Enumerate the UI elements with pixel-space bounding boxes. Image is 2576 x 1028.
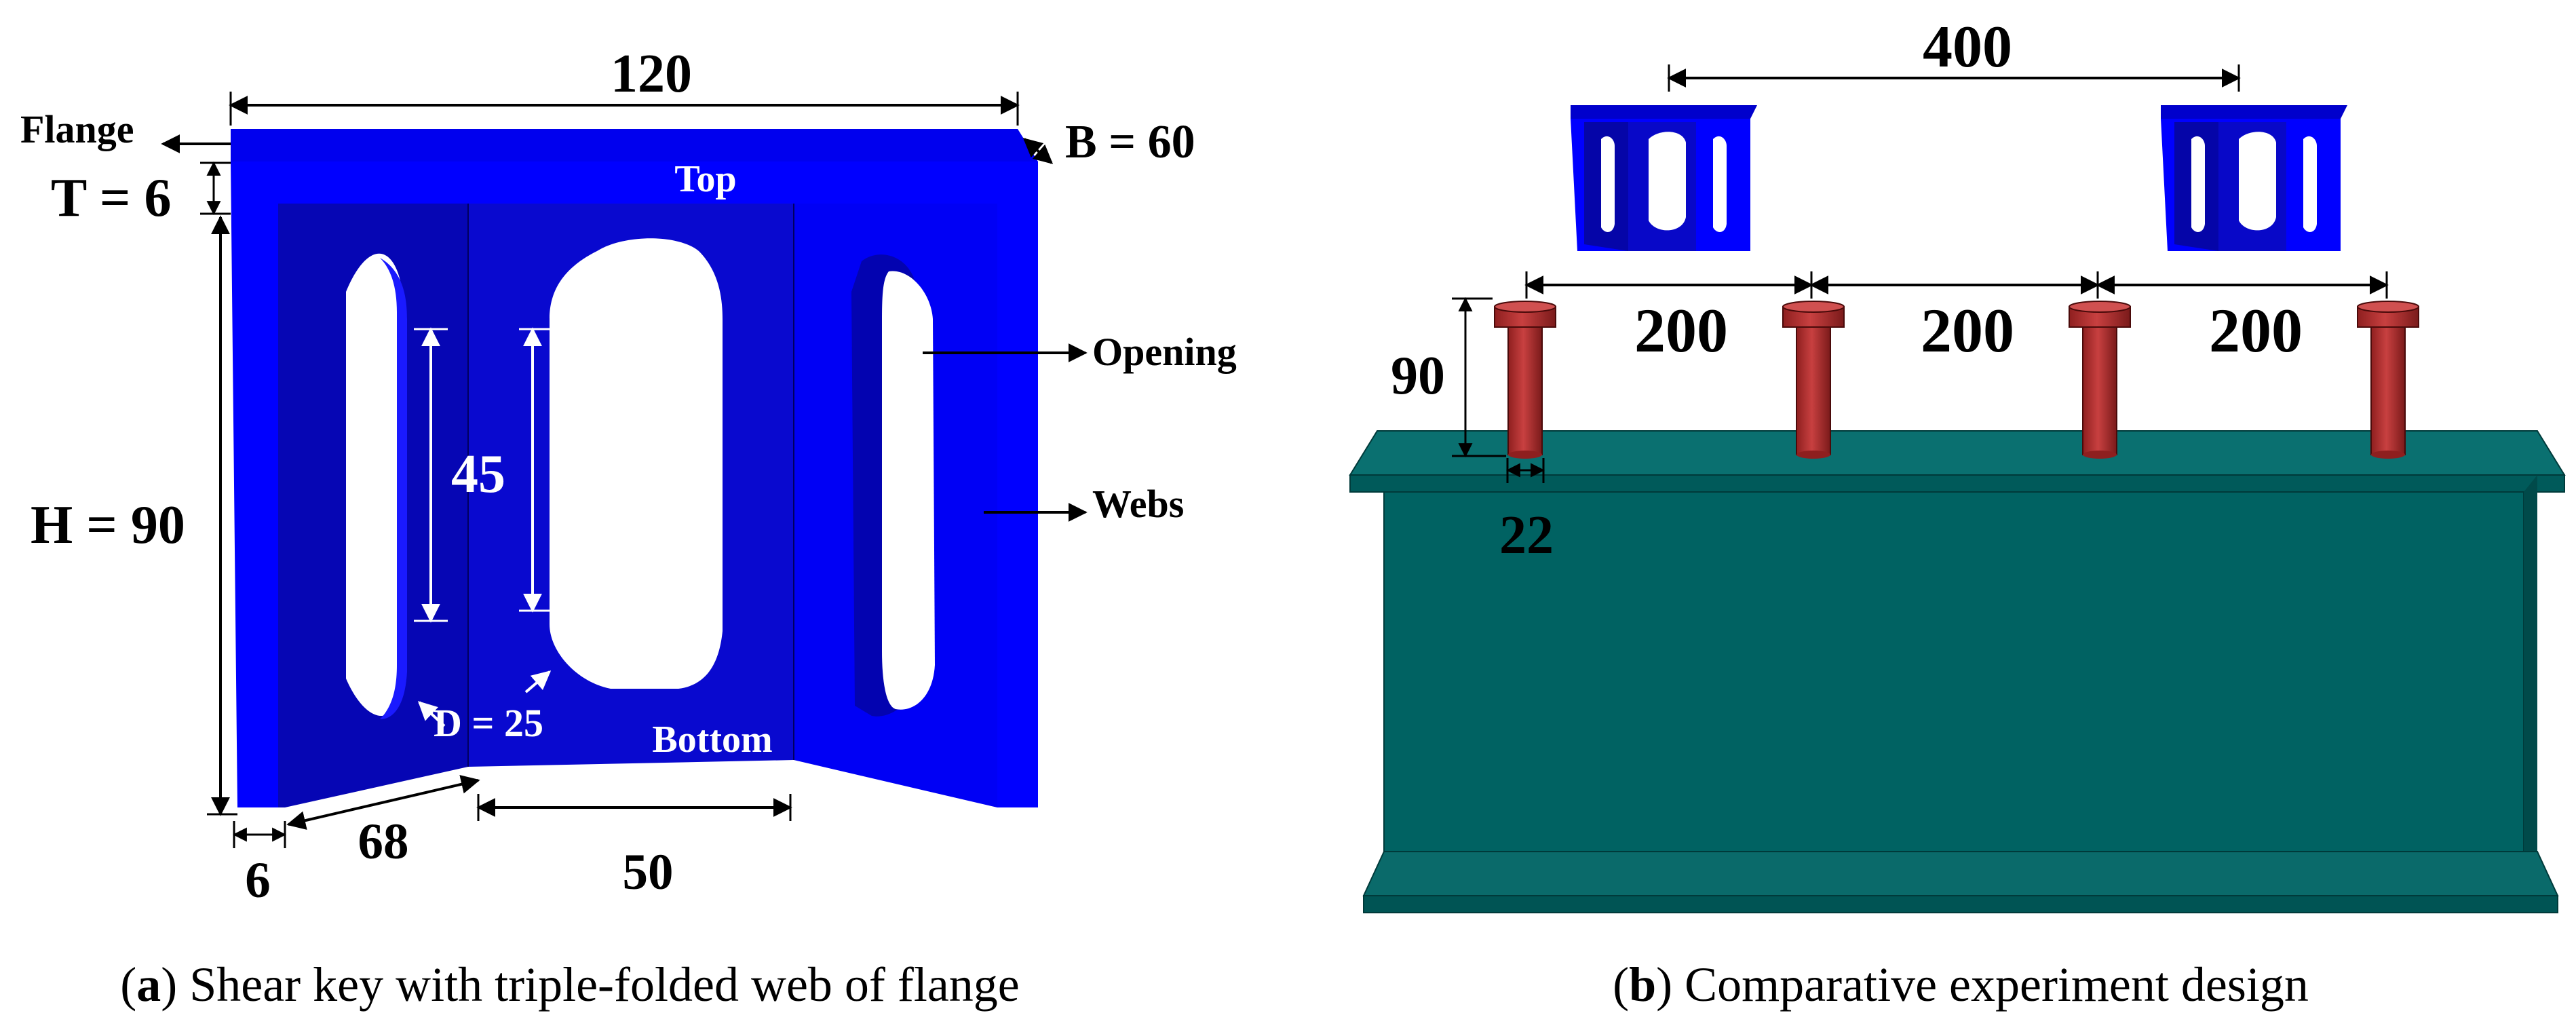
steel-beam bbox=[1349, 430, 2566, 913]
dim-side-web-label: 68 bbox=[358, 814, 409, 870]
dim-middle-web-label: 50 bbox=[623, 844, 674, 900]
dim-stud-spacing-3-label: 200 bbox=[2209, 296, 2303, 365]
caption-a-text: Shear key with triple-folded web of flan… bbox=[177, 957, 1020, 1012]
panel-b: 400 200 200 200 90 22 (b) Comparative ex… bbox=[1349, 14, 2566, 1012]
diameter-pointer-left bbox=[417, 701, 446, 727]
dim-stud-spacing-1-label: 200 bbox=[1634, 296, 1728, 365]
dim-height-label: H = 90 bbox=[31, 495, 185, 555]
dim-stud-diameter-label: 22 bbox=[1499, 506, 1554, 565]
shear-key-3d bbox=[231, 129, 1038, 807]
shear-key-left bbox=[1571, 105, 1757, 251]
beam-web bbox=[1383, 491, 2524, 852]
label-bottom: Bottom bbox=[652, 719, 772, 761]
stud-3 bbox=[2069, 301, 2131, 459]
label-webs: Webs bbox=[1092, 482, 1184, 526]
label-top: Top bbox=[674, 158, 736, 200]
beam-web-side bbox=[2524, 475, 2537, 852]
stud-4 bbox=[2357, 301, 2419, 459]
dim-diameter-label: D = 25 bbox=[434, 701, 543, 745]
diameter-pointer-mid bbox=[524, 670, 552, 693]
dim-line-breadth bbox=[1022, 138, 1054, 164]
dim-web-thickness-label: 6 bbox=[245, 852, 271, 909]
label-opening: Opening bbox=[1092, 330, 1237, 374]
dim-key-spacing-label: 400 bbox=[1923, 14, 2012, 80]
caption-b: (b) Comparative experiment design bbox=[1613, 957, 2309, 1012]
panel-a: Top Bottom 120 Flange B = 60 T = 6 H = 9… bbox=[20, 44, 1237, 1012]
dim-thickness-label: T = 6 bbox=[51, 168, 172, 228]
shear-key-right bbox=[2161, 105, 2347, 251]
caption-a: (a) Shear key with triple-folded web of … bbox=[120, 957, 1020, 1012]
caption-a-letter: a bbox=[136, 957, 161, 1012]
dim-stud-spacing-2-label: 200 bbox=[1921, 296, 2014, 365]
label-flange: Flange bbox=[20, 107, 134, 151]
flange-top-face bbox=[231, 129, 1038, 161]
dim-breadth-label: B = 60 bbox=[1065, 116, 1195, 168]
middle-opening bbox=[550, 238, 723, 689]
dim-width-label: 120 bbox=[611, 44, 692, 104]
dim-stud-height-label: 90 bbox=[1391, 346, 1445, 406]
caption-b-letter: b bbox=[1629, 957, 1656, 1012]
bottom-flange-front bbox=[1363, 895, 2558, 913]
stud-1 bbox=[1494, 301, 1556, 459]
right-opening bbox=[882, 271, 935, 710]
dim-line-side-web bbox=[286, 775, 480, 830]
left-opening-edge bbox=[380, 258, 407, 719]
stud-2 bbox=[1782, 301, 1845, 459]
caption-b-text: Comparative experiment design bbox=[1672, 957, 2309, 1012]
top-flange-front bbox=[1349, 474, 2565, 493]
bottom-flange-top bbox=[1362, 851, 2559, 896]
dim-opening-length-label: 45 bbox=[451, 444, 505, 504]
left-opening bbox=[346, 253, 404, 717]
